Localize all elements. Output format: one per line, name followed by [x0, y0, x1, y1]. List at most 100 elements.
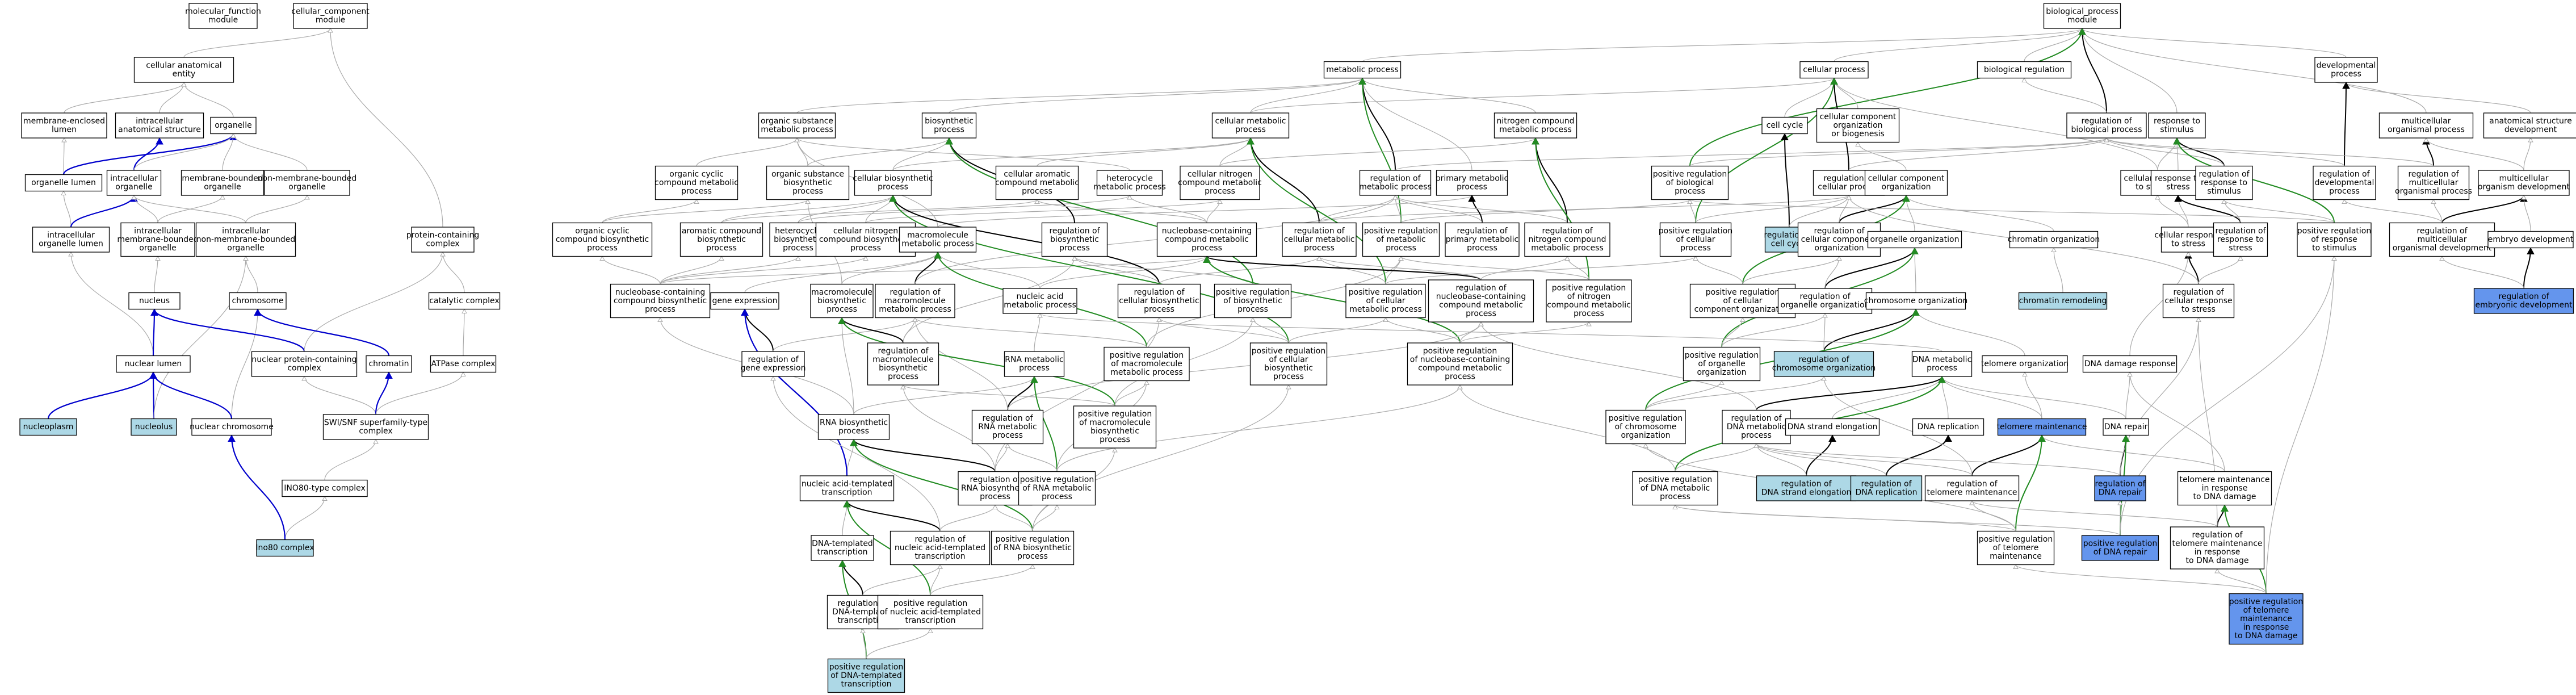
term-node-n28[interactable]: ATPase complex [430, 355, 497, 373]
term-node-n118[interactable]: telomere organization [1981, 355, 2069, 373]
term-node-n112[interactable]: chromatin remodeling [2018, 292, 2108, 310]
term-node-n124[interactable]: telomere maintenance [1996, 418, 2087, 436]
term-node-n21[interactable]: nucleolus [131, 418, 177, 436]
term-node-n20[interactable]: nucleoplasm [19, 418, 77, 436]
term-node-n29[interactable]: metabolic process [1323, 61, 1402, 79]
term-node-n103[interactable]: chromatin organization [2008, 231, 2100, 249]
term-node-n7[interactable]: organelle [210, 116, 257, 135]
term-node-n84[interactable]: cell cycle [1761, 116, 1808, 135]
term-node-n25[interactable]: Ino80 complex [255, 539, 314, 557]
term-node-n119[interactable]: DNA damage response [2082, 355, 2178, 373]
term-node-n125[interactable]: DNA repair [2103, 418, 2149, 436]
term-node-n24[interactable]: INO80-type complex [282, 479, 368, 497]
term-node-n47[interactable]: gene expression [710, 292, 779, 310]
term-node-n123[interactable]: DNA replication [1912, 418, 1985, 436]
term-node-n15[interactable]: nucleus [128, 292, 181, 310]
term-node-n17[interactable]: nuclear lumen [116, 355, 191, 373]
term-node-n122[interactable]: DNA strand elongation [1785, 418, 1880, 436]
term-node-n81[interactable]: cellular process [1799, 61, 1869, 79]
term-node-n19[interactable]: chromatin [366, 355, 412, 373]
term-node-n8[interactable]: organelle lumen [24, 174, 103, 192]
term-node-n111[interactable]: chromosome organization [1864, 292, 1967, 310]
term-node-n108[interactable]: embryo development [2487, 231, 2574, 249]
